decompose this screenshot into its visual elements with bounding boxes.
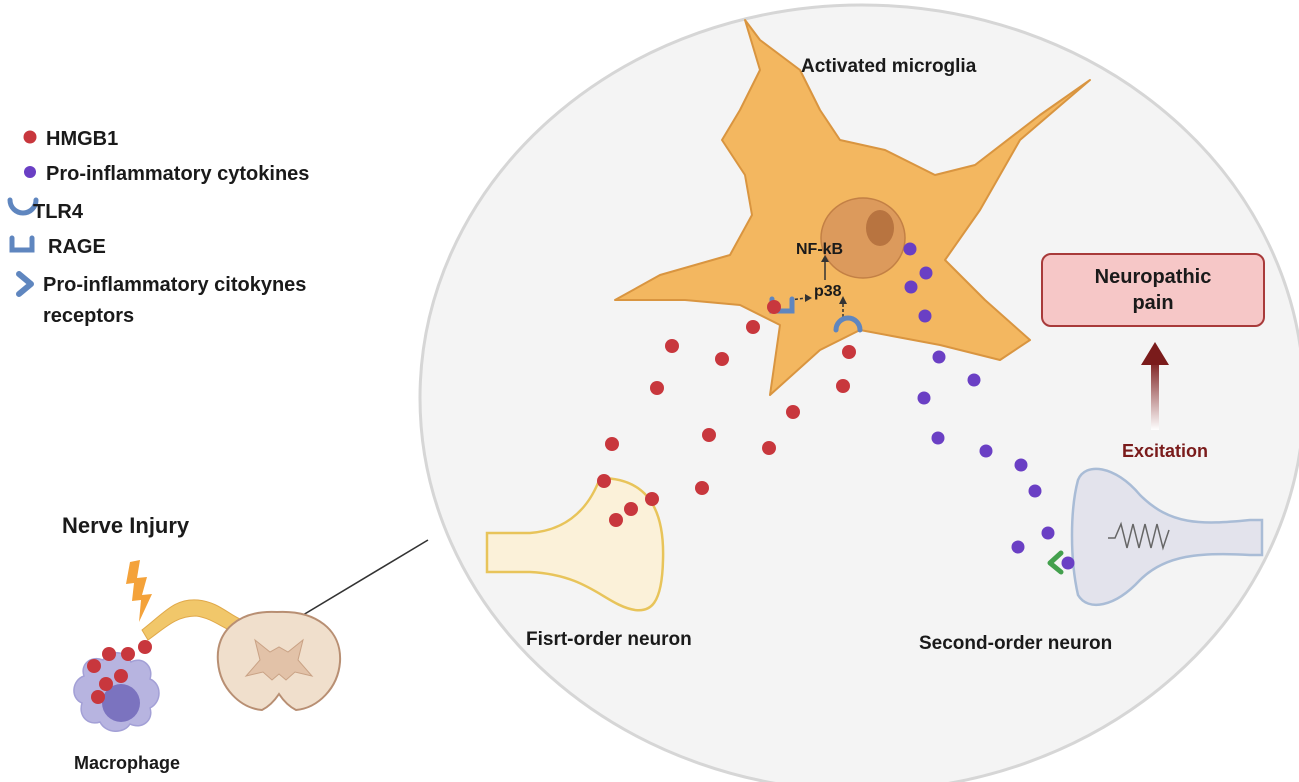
- neuropathic-pain-box: [1041, 253, 1265, 327]
- hmgb1-particle: [762, 441, 776, 455]
- p38-label: p38: [814, 283, 842, 300]
- cytokine-particle: [1014, 458, 1028, 472]
- hmgb1-particle: [138, 640, 152, 654]
- cytokine-particles: [903, 242, 1075, 570]
- hmgb1-particle: [91, 690, 105, 704]
- hmgb1-particle: [624, 502, 638, 516]
- zoom-circle: [418, 3, 1299, 782]
- legend-cytokines: Pro-inflammatory cytokines: [46, 163, 309, 185]
- neuropathic-pain-line1: Neuropathic: [1095, 266, 1212, 288]
- hmgb1-particle: [836, 379, 850, 393]
- legend-rage: RAGE: [48, 236, 106, 258]
- cytokine-particle: [979, 444, 993, 458]
- hmgb1-particle: [695, 481, 709, 495]
- cytokine-particle: [917, 391, 931, 405]
- hmgb1-particle: [605, 437, 619, 451]
- cytokine-particle: [918, 309, 932, 323]
- first-order-neuron: [485, 476, 665, 612]
- hmgb1-particle: [87, 659, 101, 673]
- hmgb1-particles: [597, 300, 856, 527]
- macrophage-label: Macrophage: [74, 753, 180, 773]
- cytokine-legend-dot: [24, 166, 36, 178]
- action-potential-trace: [1108, 521, 1170, 551]
- cytokine-particle: [903, 242, 917, 256]
- cytokine-particle: [1041, 526, 1055, 540]
- spinal-cord-grey-matter: [244, 638, 314, 681]
- legend-receptors-line2: receptors: [43, 305, 134, 327]
- hmgb1-particle: [715, 352, 729, 366]
- first-order-neuron-label: Fisrt-order neuron: [526, 629, 692, 650]
- hmgb1-particle: [665, 339, 679, 353]
- neuropathic-pain-line2: pain: [1132, 292, 1173, 314]
- lightning-icon: [126, 560, 152, 622]
- hmgb1-particle: [702, 428, 716, 442]
- hmgb1-particle: [609, 513, 623, 527]
- hmgb1-particle: [102, 647, 116, 661]
- cytokine-particle: [1011, 540, 1025, 554]
- hmgb1-particle: [114, 669, 128, 683]
- cytokine-particle: [1061, 556, 1075, 570]
- macrophage-nucleus: [102, 684, 140, 722]
- legend: HMGB1 Pro-inflammatory cytokines TLR4 RA…: [7, 128, 309, 327]
- cytokine-particle: [1028, 484, 1042, 498]
- cytokine-particle: [967, 373, 981, 387]
- legend-tlr4: TLR4: [33, 201, 84, 223]
- second-order-neuron-label: Second-order neuron: [919, 633, 1112, 654]
- excitation-label: Excitation: [1122, 441, 1208, 461]
- microglia-label: Activated microglia: [801, 56, 977, 77]
- tlr4-receptor-icon: [7, 197, 39, 216]
- hmgb1-particle: [645, 492, 659, 506]
- hmgb1-particle: [786, 405, 800, 419]
- hmgb1-particle: [121, 647, 135, 661]
- hmgb1-particle: [746, 320, 760, 334]
- hmgb1-particle: [842, 345, 856, 359]
- hmgb1-particle: [99, 677, 113, 691]
- tlr4-receptor-on-microglia: [833, 315, 863, 333]
- legend-hmgb1: HMGB1: [46, 128, 118, 150]
- microglia-nucleolus: [866, 210, 894, 246]
- legend-receptors-line1: Pro-inflammatory citokynes: [43, 274, 306, 296]
- macrophage-hmgb1-particles: [87, 640, 152, 704]
- cytokine-particle: [904, 280, 918, 294]
- hmgb1-legend-dot: [23, 130, 37, 144]
- cytokine-particle: [919, 266, 933, 280]
- nfkb-label: NF-kB: [796, 241, 843, 258]
- rage-receptor-icon: [9, 235, 35, 253]
- cytokine-particle: [932, 350, 946, 364]
- hmgb1-particle: [767, 300, 781, 314]
- excitation-arrow-head: [1141, 342, 1169, 365]
- microglia-nucleus: [820, 197, 906, 279]
- excitation-arrow-shaft: [1151, 360, 1159, 430]
- hmgb1-particle: [597, 474, 611, 488]
- cytokine-receptor-on-neuron: [1047, 550, 1064, 575]
- chevron-receptor-icon: [16, 271, 34, 297]
- hmgb1-particle: [650, 381, 664, 395]
- nerve-injury-label: Nerve Injury: [62, 513, 190, 538]
- cytokine-particle: [931, 431, 945, 445]
